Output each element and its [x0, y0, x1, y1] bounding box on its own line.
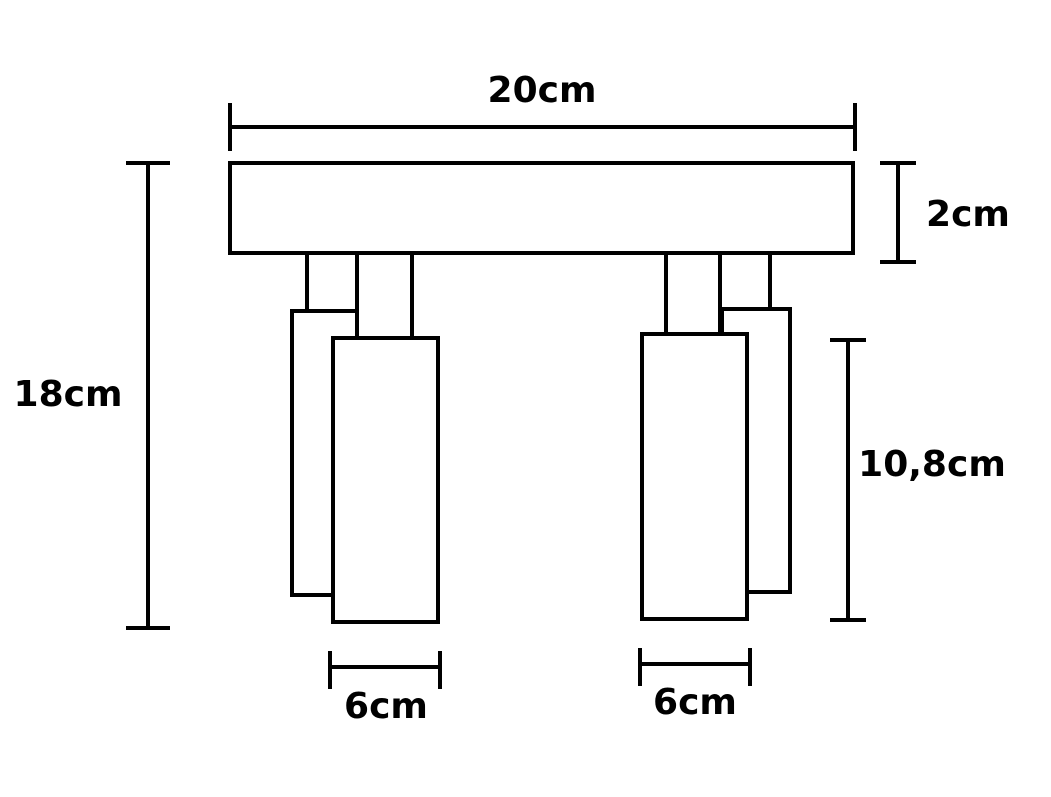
left-lamp-width-label: 6cm: [344, 686, 428, 727]
left-lamp-width-dimension: 6cm: [328, 651, 442, 727]
lamp-height-dimension: 10,8cm: [830, 338, 1006, 622]
base-height-label: 2cm: [926, 194, 1010, 235]
total-height-dimension: 18cm: [14, 161, 170, 630]
left-spotlight-pair: [290, 251, 440, 624]
width-label: 20cm: [488, 70, 597, 111]
base-height-dimension: 2cm: [880, 161, 1010, 264]
right-lamp-width-label: 6cm: [653, 682, 737, 723]
width-dimension: 20cm: [228, 70, 857, 151]
right-lamp-width-dimension: 6cm: [638, 648, 752, 723]
right-spotlight-pair: [640, 251, 792, 621]
total-height-label: 18cm: [14, 374, 123, 415]
base-plate: [228, 161, 855, 255]
lamp-height-label: 10,8cm: [858, 444, 1006, 485]
